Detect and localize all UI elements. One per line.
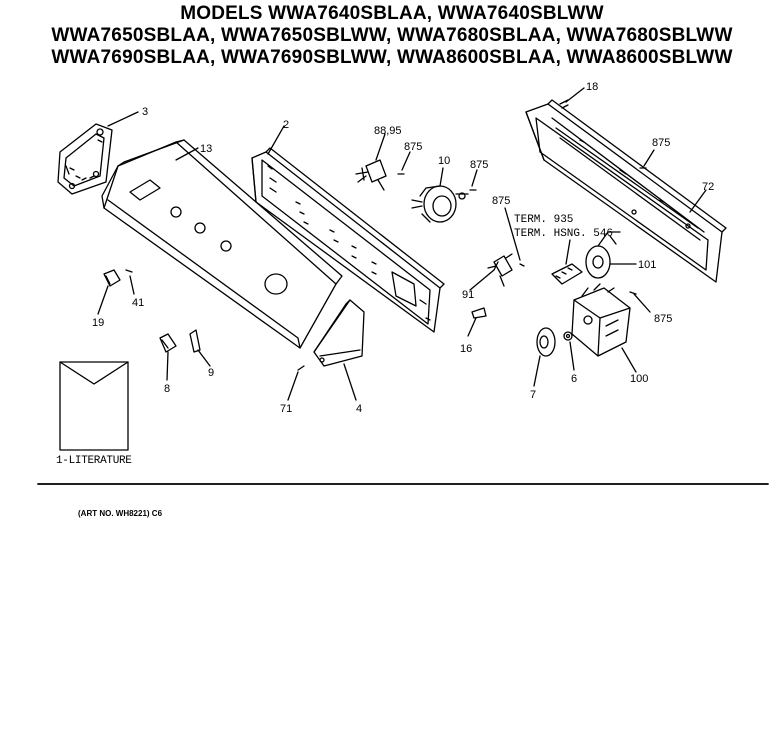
leader-88-95 xyxy=(375,133,386,161)
leader-875-b xyxy=(471,169,478,187)
part-8-button xyxy=(159,333,177,353)
part-13-control-panel xyxy=(101,139,343,349)
part-71-screw xyxy=(297,365,305,371)
callout-875-a: 875 xyxy=(404,141,422,153)
title-line-1: MODELS WWA7640SBLAA, WWA7640SBLWW xyxy=(180,3,604,24)
leader-9 xyxy=(197,349,211,367)
callout-9: 9 xyxy=(208,367,214,379)
leader-term xyxy=(565,239,571,265)
part-91-bracket xyxy=(487,253,513,287)
leader-91 xyxy=(469,269,495,291)
leader-6 xyxy=(569,341,575,371)
callout-18: 18 xyxy=(586,81,598,93)
part-3-end-cap xyxy=(57,123,113,195)
leader-875-c xyxy=(643,149,655,167)
part-41-screw xyxy=(125,269,133,273)
part-72-back-panel xyxy=(525,99,727,283)
part-6-nut xyxy=(563,331,573,341)
part-10-timer xyxy=(411,185,469,223)
art-number: (ART NO. WH8221) C6 xyxy=(78,509,163,518)
part-7-knob xyxy=(536,327,556,357)
literature-envelope-icon xyxy=(59,361,129,451)
part-101-motor xyxy=(585,231,621,279)
callout-4: 4 xyxy=(356,403,362,415)
leader-10 xyxy=(439,167,444,187)
callout-72: 72 xyxy=(702,181,714,193)
callout-875-e: 875 xyxy=(492,195,510,207)
leader-19 xyxy=(97,285,109,315)
callout-71: 71 xyxy=(280,403,292,415)
callout-91: 91 xyxy=(462,289,474,301)
leader-875-d xyxy=(633,293,651,313)
leader-2 xyxy=(267,125,285,155)
part-9-shaft xyxy=(189,329,201,353)
callout-3: 3 xyxy=(142,106,148,118)
callout-19: 19 xyxy=(92,317,104,329)
part-88-95-switch xyxy=(355,159,387,191)
leader-41 xyxy=(129,275,135,295)
callout-2: 2 xyxy=(283,119,289,131)
callout-term-hsng-546: TERM. HSNG. 546 xyxy=(514,228,613,240)
callout-8: 8 xyxy=(164,383,170,395)
leader-875-a xyxy=(401,151,411,171)
callout-term-935: TERM. 935 xyxy=(514,214,573,226)
part-4-end-cap xyxy=(313,299,365,367)
literature-label: 1-LITERATURE xyxy=(56,455,132,467)
part-19-clip xyxy=(103,269,121,287)
leader-71 xyxy=(287,371,299,401)
callout-875-b: 875 xyxy=(470,159,488,171)
leader-3 xyxy=(107,111,139,127)
leader-16 xyxy=(467,317,477,337)
callout-13: 13 xyxy=(200,143,212,155)
callout-100: 100 xyxy=(630,373,648,385)
part-terminal-housing xyxy=(551,263,583,285)
callout-101: 101 xyxy=(638,259,656,271)
leader-7 xyxy=(533,355,541,387)
leader-4 xyxy=(343,363,357,401)
title-line-2: WWA7650SBLAA, WWA7650SBLWW, WWA7680SBLAA… xyxy=(51,25,733,46)
part-100-timer-box xyxy=(571,283,631,357)
leader-72 xyxy=(689,189,707,213)
leader-875-e xyxy=(504,207,521,261)
part-16-screw xyxy=(471,307,487,319)
callout-41: 41 xyxy=(132,297,144,309)
leader-100 xyxy=(621,347,637,373)
part-875-screws xyxy=(397,167,647,295)
callout-10: 10 xyxy=(438,155,450,167)
callout-16: 16 xyxy=(460,343,472,355)
leader-13 xyxy=(175,147,199,161)
title-line-3: WWA7690SBLAA, WWA7690SBLWW, WWA8600SBLAA… xyxy=(51,47,733,68)
leader-18 xyxy=(565,87,585,103)
callout-875-c: 875 xyxy=(652,137,670,149)
callout-875-d: 875 xyxy=(654,313,672,325)
leader-8 xyxy=(166,351,169,381)
callout-88-95: 88,95 xyxy=(374,125,402,137)
part-2-frame xyxy=(251,147,445,333)
callout-7: 7 xyxy=(530,389,536,401)
callout-6: 6 xyxy=(571,373,577,385)
